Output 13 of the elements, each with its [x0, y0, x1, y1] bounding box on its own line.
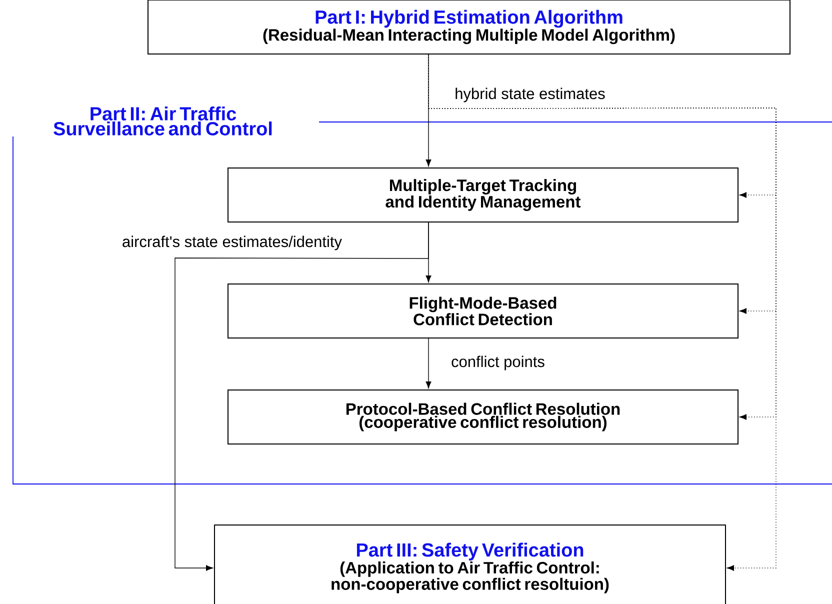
- arrow: [428, 54, 776, 571]
- arrow: [426, 338, 432, 388]
- arrow: [174, 222, 429, 571]
- process-box: Multiple-Target Tracking and Identity Management: [228, 168, 738, 222]
- process-box: Flight-Mode-Based Conflict Detection: [228, 284, 738, 338]
- edge-label: hybrid state estimates: [454, 86, 606, 104]
- part-box: Part I: Hybrid Estimation Algorithm (Residual-Mean Interacting Multiple Model Algorithm): [148, 0, 790, 54]
- edge-label: conflict points: [450, 354, 546, 372]
- node-label: Part II: Air Traffic Surveillance and Control: [54, 106, 272, 136]
- process-box: Protocol-Based Conflict Resolution (cooperative conflict resolution): [228, 390, 738, 444]
- arrow: [426, 54, 432, 166]
- part-box: Part III: Safety Verification (Application to Air Traffic Control: non-cooperative conflict resoltuion): [214, 524, 726, 604]
- edge-label: aircraft's state estimates/identity: [120, 234, 344, 252]
